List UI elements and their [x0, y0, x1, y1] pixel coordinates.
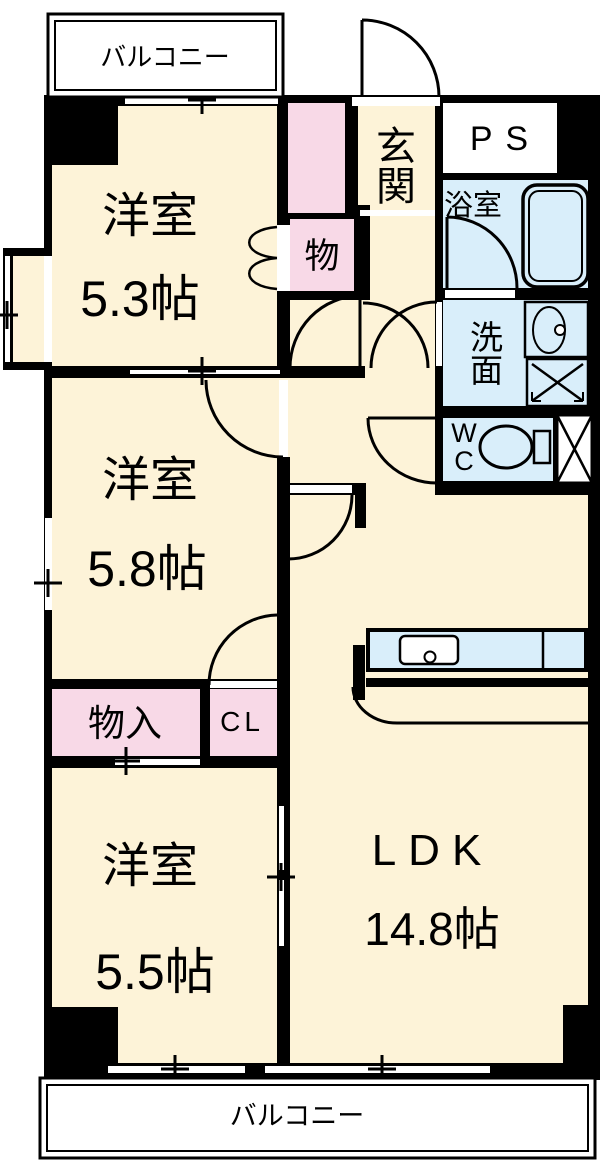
washroom-door-icon	[369, 300, 438, 369]
bathroom-label: 浴室	[443, 189, 502, 222]
pipe-space-label: P S	[469, 120, 531, 158]
fixtures	[366, 183, 594, 687]
storage-hall-box	[290, 219, 354, 291]
storage-hall-label: 物	[304, 236, 340, 276]
washbasin-icon	[523, 300, 590, 359]
pipe-space-box	[443, 103, 557, 173]
balcony-top-label: バルコニー	[100, 42, 230, 72]
doors	[204, 18, 588, 725]
storage-label: 物入	[88, 702, 162, 744]
toilet-icon	[478, 424, 552, 470]
balcony-top-box	[46, 12, 285, 99]
ldk-size: 14.8帖	[364, 903, 500, 955]
kitchen-entry-line	[351, 686, 588, 725]
bedroom1-size: 5.3帖	[80, 271, 200, 327]
wc-label: WC	[451, 417, 477, 476]
bathroom-door-icon	[445, 215, 519, 289]
kitchen-sink-icon	[398, 634, 460, 666]
bedroom2-size: 5.8帖	[87, 541, 207, 597]
closet-label: CL	[220, 706, 264, 737]
washroom-label: 洗面	[465, 319, 503, 386]
storage-box	[52, 689, 200, 756]
washer-pan-icon	[525, 357, 590, 408]
bedroom2-label: 洋室	[101, 454, 198, 507]
folding-door-icon	[248, 225, 278, 291]
ldk-label: LDK	[371, 826, 494, 875]
balconies	[38, 12, 597, 1160]
closet-door-icon	[207, 613, 278, 686]
bedroom3-size: 5.5帖	[95, 944, 215, 1000]
closet-box	[210, 689, 277, 756]
shaft-x-icon	[555, 413, 594, 485]
balcony-bottom-box	[38, 1076, 597, 1160]
balcony-bottom-label: バルコニー	[229, 1100, 365, 1131]
closet-fills	[13, 103, 354, 756]
bathtub-icon	[521, 183, 590, 289]
kitchen-counter	[366, 628, 588, 687]
entrance-label: 玄関	[370, 125, 414, 205]
wc-door-icon	[366, 416, 438, 485]
bedroom3-label: 洋室	[101, 840, 198, 893]
entrance-door-icon	[360, 18, 441, 98]
hall-ldk-door-icon	[287, 494, 354, 561]
bedroom2-door-icon	[204, 379, 284, 459]
hall-door-right-icon	[362, 301, 430, 369]
hall-door-left-icon	[288, 294, 362, 369]
bedroom1-label: 洋室	[101, 190, 198, 243]
entrance-closet	[288, 103, 345, 213]
washroom-area	[443, 300, 590, 408]
